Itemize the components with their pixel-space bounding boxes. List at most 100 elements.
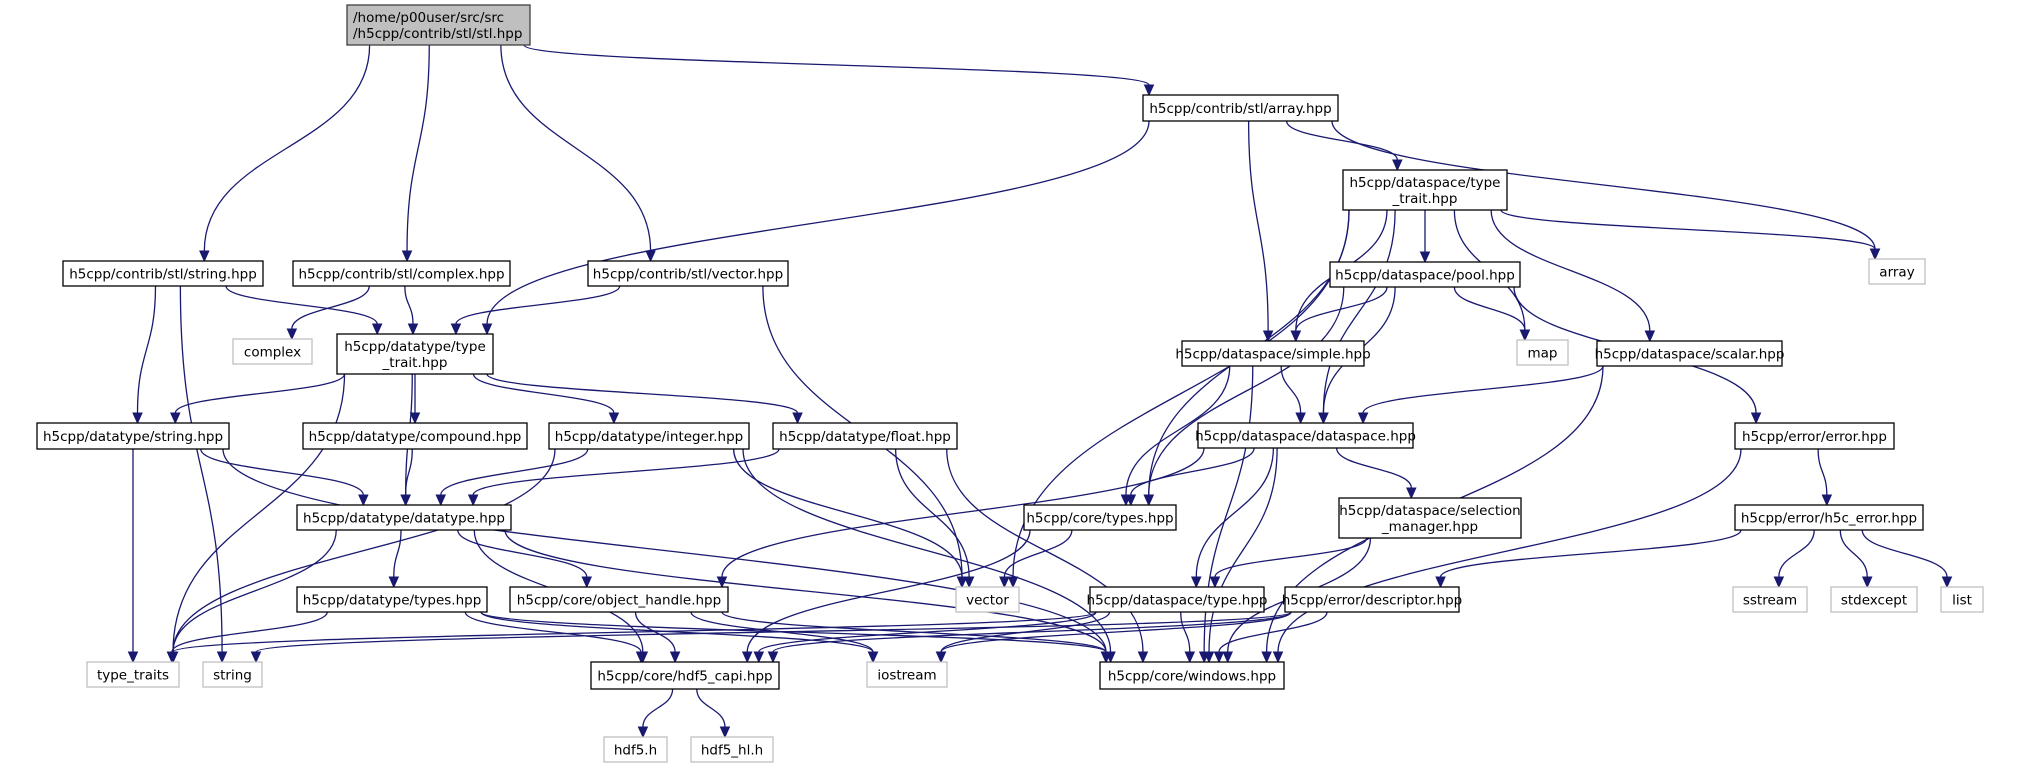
edge-line	[696, 688, 726, 728]
edge-line	[523, 44, 1150, 86]
arrowhead-icon	[637, 726, 649, 739]
node-label: h5cpp/contrib/stl/string.hpp	[69, 267, 257, 283]
node-datatype[interactable]: h5cpp/datatype/datatype.hpp	[296, 504, 512, 531]
node-str-hpp[interactable]: h5cpp/contrib/stl/string.hpp	[62, 260, 264, 287]
arrowhead-icon	[1392, 159, 1403, 172]
arrowhead-icon	[1869, 248, 1881, 261]
arrowhead-icon	[767, 651, 779, 664]
edge-line	[172, 529, 337, 653]
node-error[interactable]: h5cpp/error/error.hpp	[1734, 422, 1895, 450]
node-box	[86, 661, 180, 688]
node-label: h5cpp/error/h5c_error.hpp	[1741, 511, 1917, 527]
edge-line	[480, 611, 874, 653]
edge-line	[721, 447, 1205, 578]
edge-line	[1490, 209, 1651, 332]
node-box	[1830, 586, 1918, 613]
node-h5c-error[interactable]: h5cpp/error/h5c_error.hpp	[1734, 504, 1924, 531]
node-dt-string[interactable]: h5cpp/datatype/string.hpp	[36, 422, 230, 450]
arrowhead-icon	[635, 651, 647, 664]
arrowhead-icon	[963, 576, 975, 589]
edge-dt_types-to-hdf5_capi	[464, 611, 647, 664]
node-arr-hpp[interactable]: h5cpp/contrib/stl/array.hpp	[1142, 94, 1339, 122]
edge-dataspace-to-ds_type	[1191, 447, 1275, 589]
edge-line	[642, 688, 674, 728]
edge-line	[1195, 447, 1275, 578]
node-dataspace[interactable]: h5cpp/dataspace/dataspace.hpp	[1195, 422, 1416, 449]
edge-root-to-arr_hpp	[523, 44, 1155, 97]
arrowhead-icon	[1143, 494, 1155, 507]
arrowhead-icon	[1203, 651, 1215, 664]
edge-line	[1839, 529, 1868, 578]
edge-float-to-windows	[946, 448, 1149, 664]
edge-ds_tt-to-scalar	[1490, 209, 1656, 343]
edge-pool-to-simple	[1290, 286, 1388, 343]
arrowhead-icon	[1100, 651, 1112, 664]
node-type-traits: type_traits	[86, 661, 180, 688]
edge-h5c_error-to-descriptor	[1435, 529, 1742, 589]
node-label: complex	[244, 345, 301, 361]
edge-line	[504, 529, 1107, 653]
node-label: /h5cpp/contrib/stl/stl.hpp	[353, 26, 522, 42]
arrowhead-icon	[400, 494, 411, 507]
node-label: map	[1528, 346, 1558, 362]
node-pool[interactable]: h5cpp/dataspace/pool.hpp	[1329, 261, 1521, 288]
node-ds-tt[interactable]: h5cpp/dataspace/type_trait.hpp	[1342, 169, 1508, 211]
edge-line	[1130, 447, 1255, 496]
edge-vec_hpp-to-dt_tt	[450, 285, 621, 336]
edge-h5c_error-to-stdexcept	[1839, 529, 1873, 589]
node-descriptor[interactable]: h5cpp/error/descriptor.hpp	[1282, 586, 1463, 613]
edge-compound-to-datatype	[400, 448, 413, 507]
arrowhead-icon	[401, 250, 413, 263]
edge-line	[225, 285, 378, 325]
node-box	[690, 736, 774, 763]
node-label: h5cpp/datatype/string.hpp	[43, 429, 223, 445]
edge-str_hpp-to-dt_tt	[225, 285, 383, 336]
node-dt-types[interactable]: h5cpp/datatype/types.hpp	[296, 586, 488, 613]
node-label: h5cpp/core/types.hpp	[1026, 511, 1173, 527]
node-root[interactable]: /home/p00user/src/src/h5cpp/contrib/stl/…	[346, 4, 531, 46]
arrowhead-icon	[1861, 576, 1873, 589]
edge-line	[742, 448, 1112, 653]
node-vec-hpp[interactable]: h5cpp/contrib/stl/vector.hpp	[587, 260, 789, 287]
node-cplx-hpp[interactable]: h5cpp/contrib/stl/complex.hpp	[292, 260, 511, 287]
edge-descriptor-to-hdf5_capi	[767, 611, 1292, 664]
node-dt-tt[interactable]: h5cpp/datatype/type_trait.hpp	[336, 333, 494, 375]
arrowhead-icon	[935, 651, 947, 664]
edge-line	[732, 448, 963, 578]
node-label: type_traits	[97, 668, 169, 684]
edge-dt_string-to-type_traits	[127, 449, 139, 664]
node-label: h5cpp/core/object_handle.hpp	[517, 593, 721, 609]
node-selmgr[interactable]: h5cpp/dataspace/selection_manager.hpp	[1338, 497, 1522, 539]
node-objhandle[interactable]: h5cpp/core/object_handle.hpp	[509, 586, 729, 613]
edge-h5c_error-to-sstream	[1773, 529, 1815, 589]
edge-ds_tt-to-dataspace	[1318, 209, 1396, 425]
node-box	[1023, 504, 1177, 531]
node-compound[interactable]: h5cpp/datatype/compound.hpp	[302, 422, 528, 450]
node-box	[232, 338, 313, 365]
edge-float-to-vector	[894, 448, 975, 589]
edge-descriptor-to-windows	[1213, 611, 1328, 664]
node-label: h5cpp/contrib/stl/complex.hpp	[298, 267, 504, 283]
node-label: h5cpp/datatype/integer.hpp	[555, 429, 743, 445]
node-integer[interactable]: h5cpp/datatype/integer.hpp	[548, 422, 750, 450]
node-label: hdf5_hl.h	[701, 743, 763, 759]
node-ds-type[interactable]: h5cpp/dataspace/type.hpp	[1087, 586, 1268, 613]
node-hdf5-h: hdf5.h	[603, 736, 668, 763]
node-array: array	[1868, 258, 1926, 285]
node-core-types[interactable]: h5cpp/core/types.hpp	[1023, 504, 1177, 531]
node-label: _trait.hpp	[1392, 191, 1458, 207]
node-map: map	[1516, 339, 1569, 366]
node-box	[1868, 258, 1926, 285]
node-scalar[interactable]: h5cpp/dataspace/scalar.hpp	[1595, 340, 1785, 367]
node-float[interactable]: h5cpp/datatype/float.hpp	[772, 422, 958, 450]
node-box	[1734, 504, 1924, 531]
node-string: string	[202, 661, 263, 688]
edge-integer-to-windows	[742, 448, 1116, 664]
node-windows[interactable]: h5cpp/core/windows.hpp	[1099, 661, 1285, 690]
node-simple[interactable]: h5cpp/dataspace/simple.hpp	[1175, 340, 1371, 367]
node-label: h5cpp/contrib/stl/vector.hpp	[593, 267, 783, 283]
node-label: /home/p00user/src/src	[353, 10, 504, 26]
edge-dt_tt-to-compound	[409, 374, 421, 425]
edge-arr_hpp-to-ds_tt	[1285, 120, 1403, 172]
node-hdf5-capi[interactable]: h5cpp/core/hdf5_capi.hpp	[590, 661, 780, 690]
